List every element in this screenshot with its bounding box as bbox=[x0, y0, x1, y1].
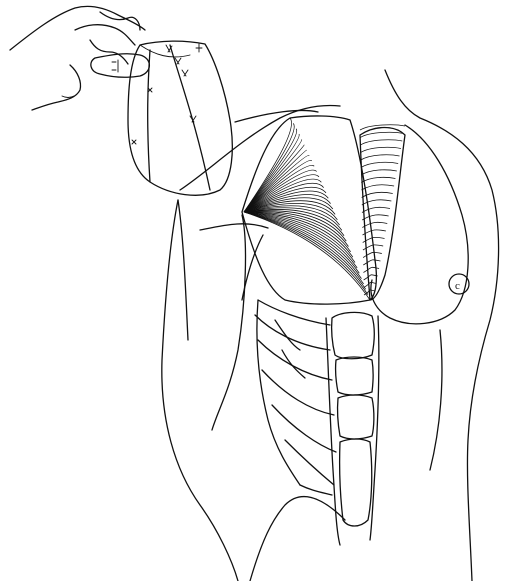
muscle-fiber bbox=[244, 212, 368, 295]
muscle-fiber bbox=[362, 215, 388, 220]
muscle-fiber bbox=[244, 123, 294, 212]
pectoralis-muscle bbox=[242, 116, 376, 304]
muscle-fiber bbox=[360, 132, 403, 137]
muscle-fiber bbox=[363, 230, 386, 235]
nipple-label: c bbox=[455, 280, 460, 292]
muscle-fiber bbox=[361, 170, 397, 175]
muscle-fiber bbox=[361, 147, 401, 152]
muscle-fiber bbox=[244, 212, 355, 263]
suture-icon bbox=[132, 44, 202, 144]
muscle-fiber bbox=[362, 222, 387, 227]
rib-lines bbox=[255, 300, 336, 495]
muscle-fiber bbox=[364, 282, 377, 287]
muscle-fiber bbox=[360, 140, 402, 145]
muscle-fiber bbox=[362, 200, 392, 205]
lifted-flap bbox=[128, 41, 232, 195]
muscle-fiber bbox=[364, 275, 378, 280]
pectoralis-minor bbox=[360, 125, 405, 300]
muscle-fiber bbox=[361, 162, 398, 167]
muscle-fiber bbox=[362, 207, 390, 212]
pectoralis-minor-outline bbox=[360, 128, 405, 301]
muscle-fiber bbox=[361, 155, 400, 160]
muscle-fiber bbox=[363, 260, 380, 265]
muscle-fiber bbox=[361, 185, 394, 190]
muscle-fiber bbox=[361, 177, 395, 182]
